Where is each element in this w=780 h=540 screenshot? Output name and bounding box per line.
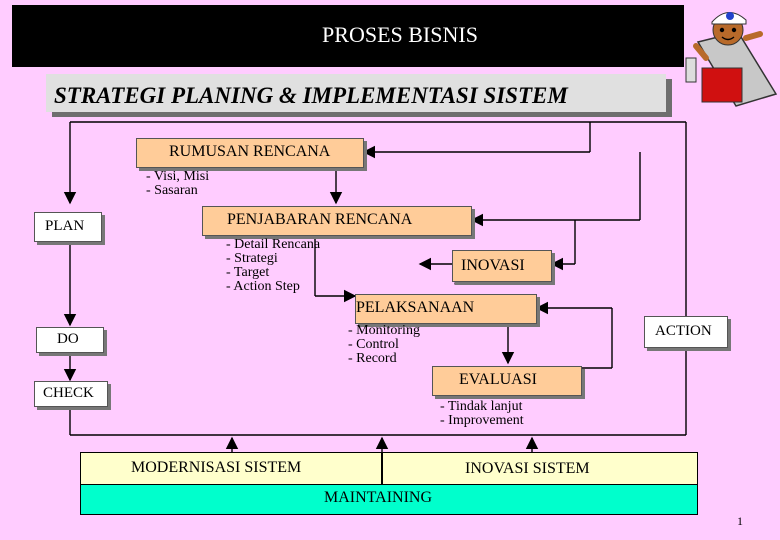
- maintaining-bar: MAINTAINING: [80, 484, 698, 515]
- penjabaran-item: - Action Step: [226, 279, 300, 294]
- pelaksanaan-box: PELAKSANAAN: [355, 294, 537, 324]
- evaluasi-label: EVALUASI: [459, 371, 537, 388]
- inovasi-box: INOVASI: [452, 250, 552, 282]
- rumusan-item: - Sasaran: [146, 183, 198, 198]
- phase-do-label: DO: [57, 331, 79, 347]
- pelaksanaan-item: - Monitoring: [348, 323, 420, 338]
- phase-plan-label: PLAN: [45, 218, 85, 234]
- phase-action-label: ACTION: [655, 323, 712, 339]
- inovasi-label: INOVASI: [461, 257, 525, 274]
- maintaining-label: MAINTAINING: [324, 489, 433, 506]
- penjabaran-item: - Strategi: [226, 251, 278, 266]
- subtitle-box: [46, 74, 666, 112]
- phase-check-box: CHECK: [34, 381, 108, 407]
- penjabaran-item: - Detail Rencana: [226, 237, 321, 252]
- evaluasi-item: - Improvement: [440, 413, 524, 428]
- penjabaran-item: - Target: [226, 265, 270, 280]
- rumusan-item: - Visi, Misi: [146, 169, 210, 184]
- pelaksanaan-item: - Record: [348, 351, 397, 366]
- inovasi-sistem-label: INOVASI SISTEM: [465, 460, 590, 477]
- title-bar: [12, 5, 684, 67]
- phase-plan-box: PLAN: [34, 212, 102, 242]
- page-title: PROSES BISNIS: [322, 22, 478, 47]
- penjabaran-rencana-label: PENJABARAN RENCANA: [227, 211, 413, 228]
- rumusan-rencana-label: RUMUSAN RENCANA: [169, 143, 331, 160]
- evaluasi-item: - Tindak lanjut: [440, 399, 523, 414]
- svg-text:': ': [454, 281, 456, 291]
- rumusan-rencana-box: RUMUSAN RENCANA: [136, 138, 364, 168]
- pelaksanaan-label: PELAKSANAAN: [356, 299, 475, 316]
- phase-action-box: ACTION: [644, 316, 728, 348]
- subtitle: STRATEGI PLANING & IMPLEMENTASI SISTEM: [54, 83, 568, 108]
- pelaksanaan-item: - Control: [348, 337, 399, 352]
- page-number: 1: [737, 514, 743, 528]
- phase-check-label: CHECK: [43, 385, 94, 401]
- worker-mascot-icon: [685, 12, 778, 107]
- penjabaran-rencana-box: PENJABARAN RENCANA: [202, 206, 472, 236]
- phase-do-box: DO: [36, 327, 104, 353]
- evaluasi-box: EVALUASI: [432, 366, 582, 396]
- inovasi-sistem-bar: INOVASI SISTEM: [382, 452, 698, 486]
- modernisasi-sistem-label: MODERNISASI SISTEM: [131, 459, 302, 476]
- modernisasi-sistem-bar: MODERNISASI SISTEM: [80, 452, 382, 486]
